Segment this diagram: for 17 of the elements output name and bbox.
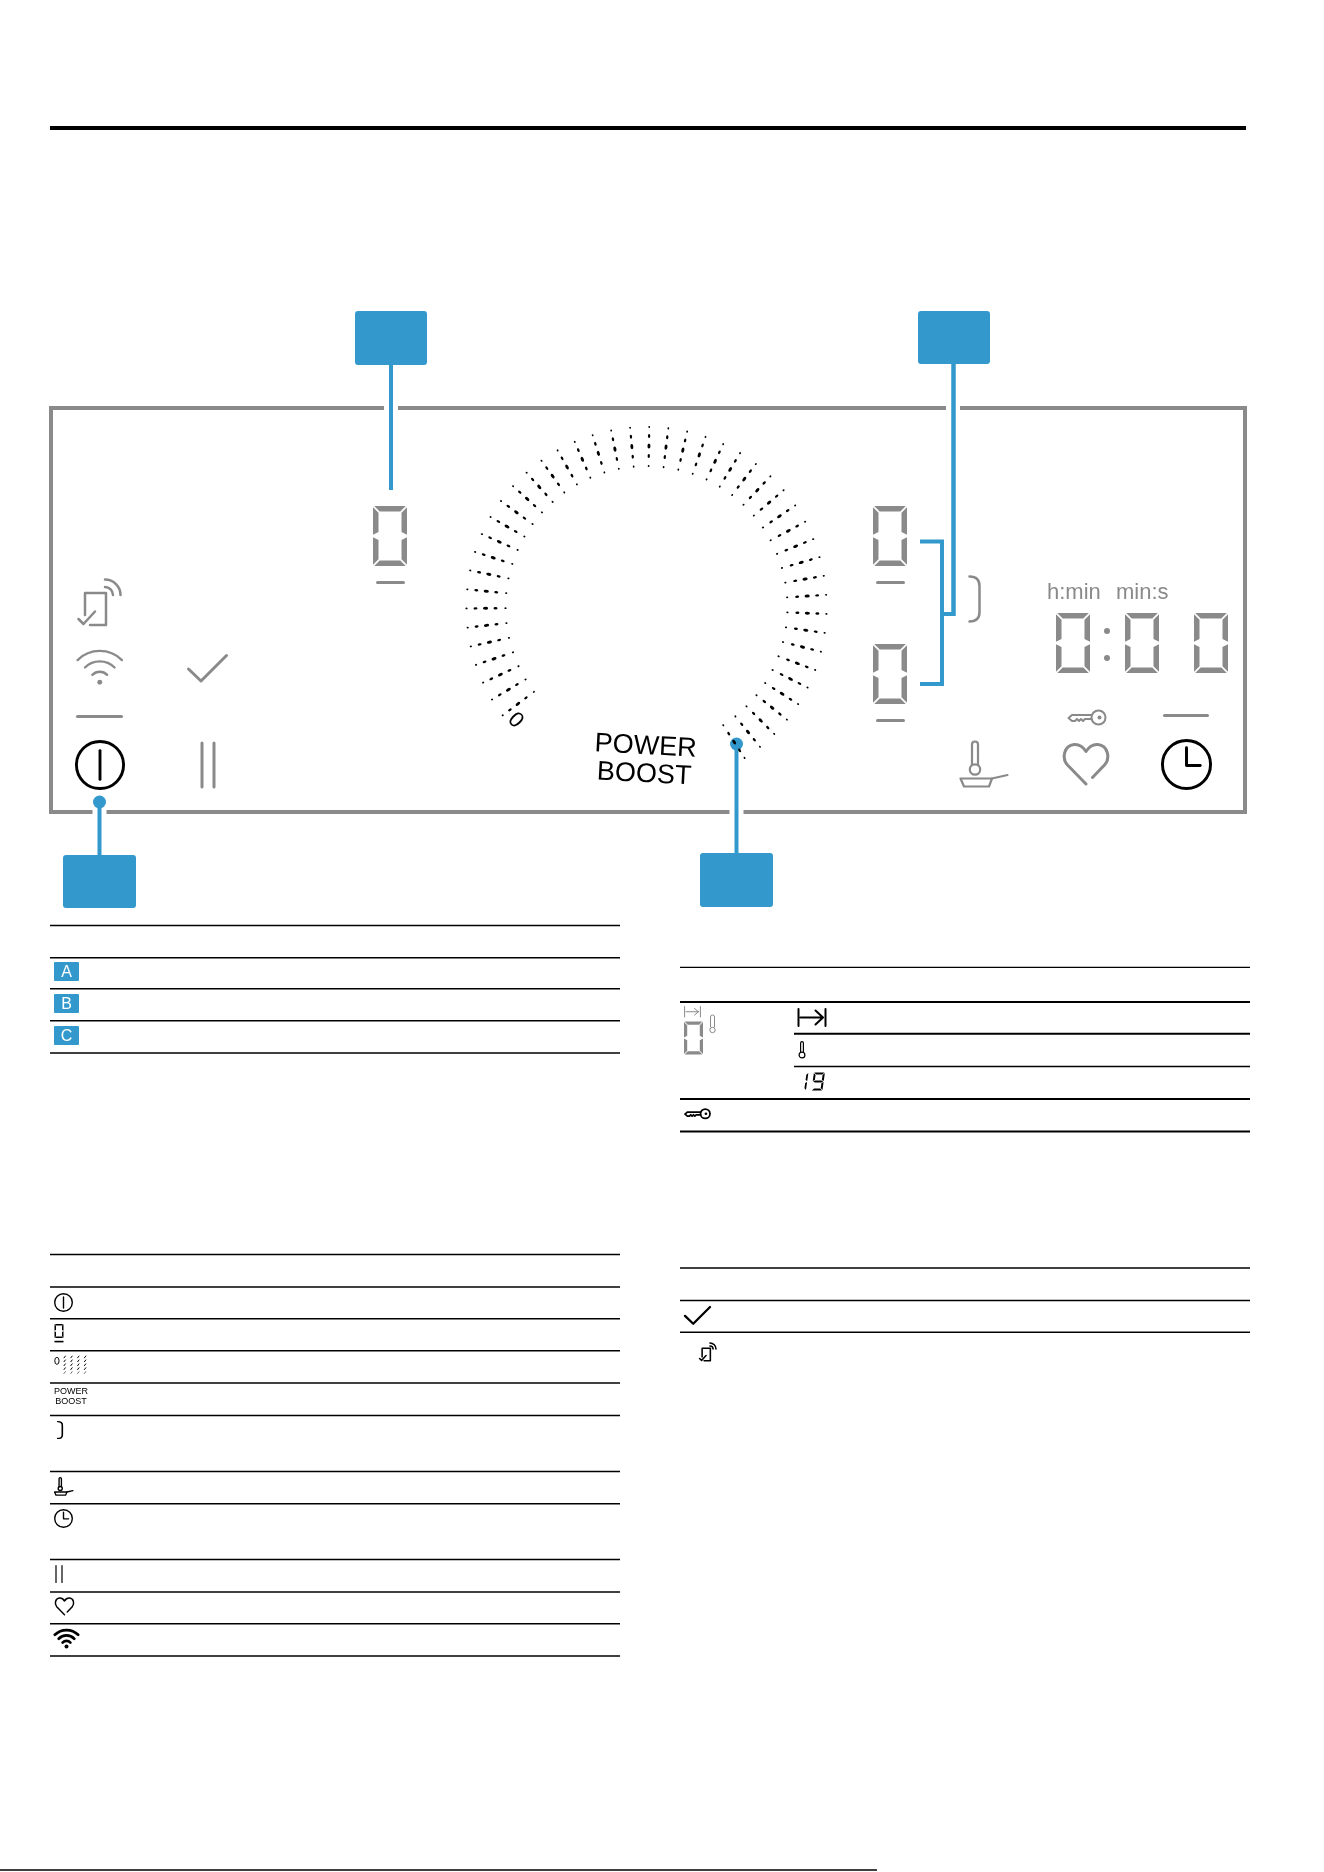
- callout-box: [63, 855, 136, 908]
- segment-digit-icon: [373, 506, 407, 566]
- callout-box: [917, 311, 990, 364]
- callout-box: [355, 311, 427, 365]
- scale-number: 0: [504, 707, 529, 733]
- dotted-dial: [463, 424, 830, 761]
- callout-letter: A: [54, 962, 79, 981]
- callout-letter: B: [54, 994, 79, 1013]
- segment-digit-icon: [873, 644, 907, 704]
- callout-box: [700, 853, 773, 907]
- power-boost-label: POWER BOOST: [53, 1387, 89, 1406]
- power-boost-label: POWER BOOST: [593, 728, 699, 790]
- callout-letter: C: [54, 1026, 79, 1045]
- time-unit-label: min:s: [1116, 581, 1169, 603]
- time-unit-label: h:min: [1047, 581, 1101, 603]
- power-icon: [74, 740, 125, 790]
- segment-digit-icon: [873, 506, 907, 566]
